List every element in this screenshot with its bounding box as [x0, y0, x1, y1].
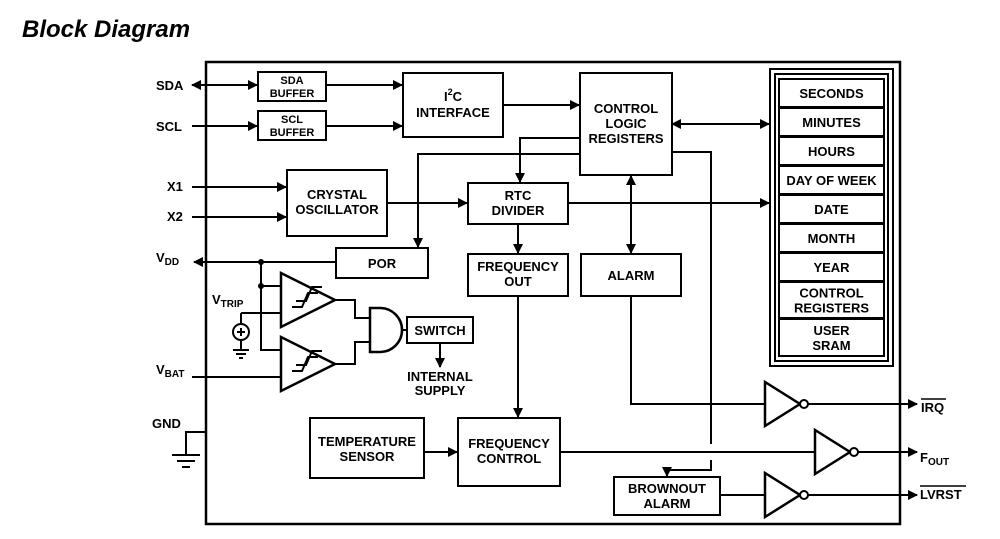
- rtc-label-2: DIVIDER: [492, 203, 545, 218]
- crystal-label-2: OSCILLATOR: [295, 202, 379, 217]
- temperature-label-1: TEMPERATURE: [318, 434, 416, 449]
- control-logic-label-1: CONTROL: [594, 101, 658, 116]
- frequency-control-block: [457, 417, 561, 487]
- internal-supply-label-2: SUPPLY: [415, 383, 466, 398]
- gnd-symbol-icon: [172, 431, 206, 468]
- pin-vbat: VBAT: [156, 362, 184, 380]
- diagram-title: Block Diagram: [22, 16, 190, 43]
- vtrip-comparator: [279, 270, 338, 330]
- pin-vdd: VDD: [156, 250, 179, 268]
- brownout-label-1: BROWNOUT: [628, 481, 706, 496]
- hysteresis-icon-1: [292, 286, 322, 308]
- vdd-junction: [258, 259, 264, 265]
- pin-x1: X1: [167, 179, 183, 194]
- register-label: USER: [813, 323, 850, 338]
- vtrip-reference-sign: [237, 328, 245, 336]
- frequency-out-label-1: FREQUENCY: [477, 259, 559, 274]
- register-label: SECONDS: [799, 86, 864, 101]
- por-label: POR: [368, 256, 397, 271]
- vtrip-ground-icon: [233, 340, 249, 359]
- lvrst-buffer: [763, 470, 803, 520]
- and-gate: [368, 306, 404, 354]
- switch-label: SWITCH: [414, 323, 465, 338]
- i2c-label-2: INTERFACE: [416, 105, 490, 120]
- register-label: HOURS: [808, 144, 855, 159]
- register-cell: [778, 165, 885, 195]
- sda-buffer-block: [257, 71, 327, 102]
- register-cell: [778, 318, 885, 357]
- por-block: [335, 247, 429, 279]
- scl-buffer-label-1: SCL: [281, 114, 303, 126]
- register-label: MINUTES: [802, 115, 861, 130]
- temperature-sensor-block: [309, 417, 425, 479]
- control-logic-block: [579, 72, 673, 176]
- register-cell: [778, 252, 885, 282]
- register-list: SECONDS MINUTES HOURS DAY OF WEEK DATE MONTH Y…: [778, 78, 885, 357]
- rtc-divider-block: [467, 182, 569, 225]
- register-cell: [778, 136, 885, 166]
- frequency-control-label-2: CONTROL: [477, 451, 541, 466]
- pin-x2: X2: [167, 209, 183, 224]
- alarm-label: ALARM: [608, 268, 655, 283]
- register-label: SRAM: [812, 338, 850, 353]
- i2c-label-1: I2C: [444, 87, 463, 104]
- pin-gnd: GND: [152, 416, 181, 431]
- wires: [191, 80, 918, 500]
- i2c-interface-block: [402, 72, 504, 138]
- pin-vtrip: VTRIP: [212, 292, 244, 310]
- pin-lvrst: LVRST: [920, 487, 962, 502]
- pin-scl: SCL: [156, 119, 182, 134]
- irq-buffer: [763, 379, 803, 429]
- sda-buffer-label-2: BUFFER: [270, 88, 315, 100]
- rtc-label-1: RTC: [505, 188, 532, 203]
- temperature-label-2: SENSOR: [340, 449, 396, 464]
- frequency-out-label-2: OUT: [504, 274, 532, 289]
- control-logic-label-3: REGISTERS: [588, 131, 663, 146]
- control-logic-label-2: LOGIC: [605, 116, 647, 131]
- register-label: CONTROL: [799, 286, 863, 301]
- alarm-block: [580, 253, 682, 297]
- register-label: DATE: [814, 202, 849, 217]
- hysteresis-icon-2: [292, 350, 322, 372]
- register-label: YEAR: [813, 260, 850, 275]
- brownout-label-2: ALARM: [644, 496, 691, 511]
- frequency-control-label-1: FREQUENCY: [468, 436, 550, 451]
- internal-supply-label-1: INTERNAL: [407, 369, 473, 384]
- pin-fout: FOUT: [920, 450, 949, 468]
- register-label: MONTH: [808, 231, 856, 246]
- fout-buffer: [813, 427, 853, 477]
- pin-irq: IRQ: [921, 400, 944, 415]
- crystal-oscillator-block: [286, 169, 388, 237]
- fout-inverter-bubble: [849, 447, 859, 457]
- crystal-label-1: CRYSTAL: [307, 187, 367, 202]
- chip-outline: [204, 60, 902, 526]
- scl-buffer-label-2: BUFFER: [270, 127, 315, 139]
- vdd-junction-2: [258, 283, 264, 289]
- lvrst-inverter-bubble: [799, 490, 809, 500]
- register-cell: [778, 223, 885, 253]
- irq-inverter-bubble: [799, 399, 809, 409]
- sda-buffer-label-1: SDA: [280, 75, 303, 87]
- vbat-comparator: [279, 334, 338, 394]
- register-label: REGISTERS: [794, 301, 869, 316]
- register-label: DAY OF WEEK: [786, 173, 877, 188]
- pin-sda: SDA: [156, 78, 184, 93]
